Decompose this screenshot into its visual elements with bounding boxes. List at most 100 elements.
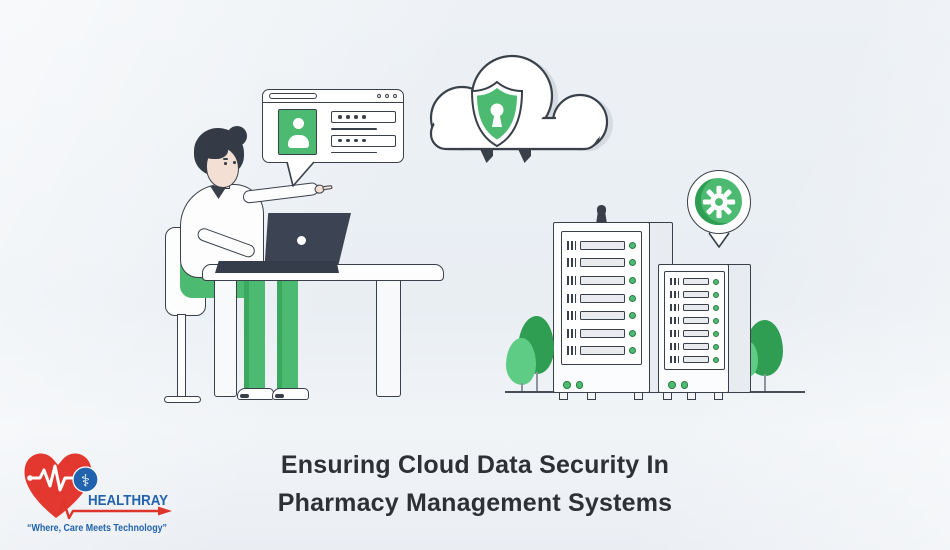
person-eye [224, 162, 227, 165]
server-small-side-panel [727, 264, 751, 393]
password-dot [346, 115, 350, 119]
status-led [713, 278, 719, 285]
cloud-plug-icons [480, 149, 531, 163]
banner-title: Ensuring Cloud Data Security In Pharmacy… [175, 446, 775, 522]
tree-left-light [506, 338, 536, 391]
password-dot [354, 138, 358, 143]
form-underline [331, 128, 377, 130]
vent-lines-icon [567, 240, 577, 250]
server-antenna-tip [597, 205, 606, 213]
server-slot [562, 258, 641, 268]
desk-leg [214, 278, 237, 397]
server-large-slots [562, 232, 641, 364]
ecg-pulse-icon [28, 464, 77, 492]
healthray-logo: ⚕ HEALTHRAY “Where, Care Meets Technolog… [24, 453, 172, 534]
server-foot [687, 392, 696, 400]
drive-bar [580, 240, 625, 250]
server-slot [562, 311, 641, 321]
drive-bar [580, 311, 625, 321]
server-slot [665, 278, 724, 285]
user-avatar-icon [278, 109, 317, 155]
status-led [629, 276, 636, 284]
server-large-status-lights [563, 381, 583, 389]
person-leg [244, 280, 265, 390]
tree-trunk [536, 372, 538, 391]
server-slot [562, 275, 641, 285]
person-shoe [237, 388, 274, 400]
drive-bar [580, 275, 625, 285]
password-dot [338, 115, 342, 119]
status-led [629, 329, 636, 337]
vent-lines-icon [670, 356, 680, 363]
server-slot [562, 293, 641, 303]
status-led [713, 356, 719, 363]
server-slot [562, 240, 641, 250]
drive-bar [683, 343, 709, 350]
status-led [575, 381, 583, 389]
server-rack-large [553, 205, 650, 400]
server-slot [562, 346, 641, 356]
vent-lines-icon [670, 317, 680, 324]
server-slot [665, 330, 724, 337]
vent-lines-icon [567, 346, 577, 356]
server-small-slots [665, 272, 724, 369]
password-dot [338, 138, 342, 143]
server-slot [665, 343, 724, 350]
vent-lines-icon [670, 291, 680, 298]
settings-bubble [687, 170, 751, 234]
server-foot [587, 392, 596, 400]
status-led [713, 330, 719, 337]
status-led [563, 381, 571, 389]
window-dot-icon [392, 93, 397, 99]
caduceus-badge [72, 466, 99, 493]
person-hair-fringe [196, 136, 228, 159]
password-dot [362, 138, 366, 143]
vent-lines-icon [670, 304, 680, 311]
status-led [629, 241, 636, 249]
person-eye [233, 161, 236, 164]
server-foot [714, 392, 723, 400]
title-line-2: Pharmacy Management Systems [277, 489, 673, 517]
server-slot [665, 317, 724, 324]
status-led [629, 259, 636, 267]
drive-bar [683, 356, 709, 363]
gear-badge [695, 178, 742, 225]
password-field[interactable] [331, 134, 396, 147]
drive-bar [683, 330, 709, 337]
window-dot-icon [384, 93, 389, 99]
window-title-bar [263, 90, 403, 103]
popup-tail [286, 161, 315, 188]
window-dot-icon [376, 93, 381, 99]
title-line-1: Ensuring Cloud Data Security In [280, 451, 670, 479]
status-led [713, 291, 719, 298]
security-shield-keyhole-icon [470, 80, 524, 148]
password-dot [354, 115, 358, 119]
vent-lines-icon [670, 278, 680, 285]
avatar-head [293, 118, 304, 129]
status-led [713, 343, 719, 350]
vent-lines-icon [567, 311, 577, 321]
status-led [629, 294, 636, 302]
status-led [629, 312, 636, 320]
cloud-security-illustration [429, 54, 613, 163]
pointing-finger [322, 185, 333, 190]
gear-icon [702, 185, 735, 218]
login-form [263, 103, 403, 162]
password-field[interactable] [331, 111, 396, 123]
drive-bar [580, 258, 625, 268]
person-shoe [272, 388, 309, 400]
laptop-logo-icon [297, 236, 306, 245]
form-underline [331, 151, 377, 154]
drive-bar [580, 346, 625, 356]
brand-arrow-icon [58, 500, 172, 520]
laptop-keyboard [215, 261, 339, 273]
password-dot [362, 115, 366, 119]
vent-lines-icon [567, 275, 577, 285]
drive-bar [580, 328, 625, 338]
server-foot [634, 392, 643, 400]
status-led [668, 381, 676, 389]
tree-trunk [764, 374, 766, 391]
server-foot [663, 392, 672, 400]
server-slot [665, 291, 724, 298]
brand-name: HEALTHRAY [88, 492, 168, 509]
